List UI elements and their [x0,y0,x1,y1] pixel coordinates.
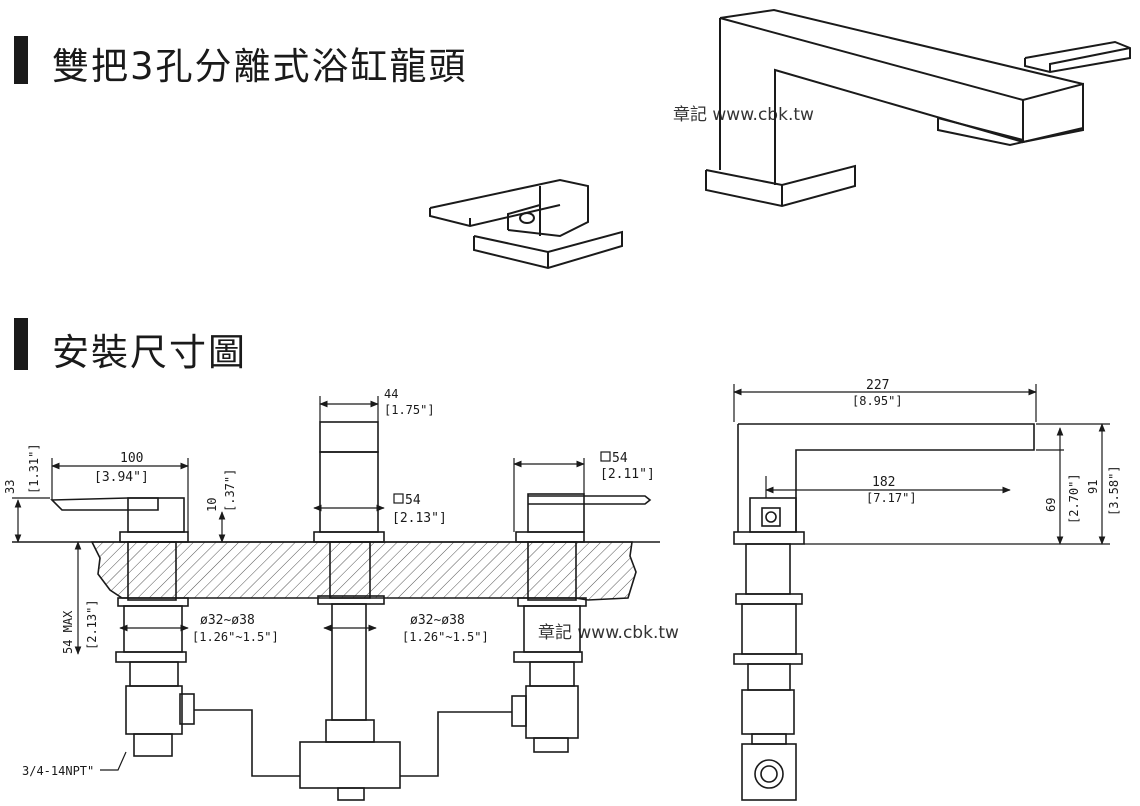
square-symbol-center [393,493,404,504]
dim-outlet-height-in: [2.70"] [1067,473,1081,524]
right-handle-front [511,493,652,753]
dim-lever-gap: 10 [205,498,219,512]
hoses [194,709,512,777]
dim-base-square-right-in: [2.11"] [600,467,655,482]
center-spout-front [299,421,401,801]
dim-outlet-height: 69 [1044,498,1058,512]
spout-isometric [705,8,1131,208]
dim-spout-length: 227 [866,378,889,393]
watermark-top: 章記 www.cbk.tw [673,105,814,125]
dim-base-square-right: 54 [612,451,628,466]
dim-spout-width-in: [1.75"] [384,403,435,417]
dim-handle-height: 33 [3,480,17,494]
dim-spout-reach-in: [7.17"] [866,491,917,505]
dim-hole-center: ø32~ø38 [410,613,465,628]
dim-spout-length-in: [8.95"] [852,394,903,408]
side-dimension-lines [733,384,1110,545]
countertop-section [12,541,660,601]
dim-npt: 3/4-14NPT" [22,764,94,778]
square-symbol-right [600,451,611,462]
dim-deck-max-in: [2.13"] [85,599,99,650]
dim-base-square-center: 54 [405,493,421,508]
watermark-middle: 章記 www.cbk.tw [538,623,679,643]
dim-lever-gap-in: [.37"] [223,469,237,512]
handle-isometric [429,178,623,270]
dim-hole-left: ø32~ø38 [200,613,255,628]
dim-handle-height-in: [1.31"] [27,443,41,494]
dim-handle-width-in: [3.94"] [94,470,149,485]
product-title: 雙把3孔分離式浴缸龍頭 [52,45,468,88]
side-view [733,423,1035,801]
dim-handle-width: 100 [120,451,143,466]
front-dimension-lines [12,396,585,771]
dimension-labels: 100 [3.94"] 33 [1.31"] 10 [.37"] 44 [1.7… [3,378,1121,778]
section-bar-dimensions [14,318,28,370]
dim-base-square-center-in: [2.13"] [392,511,447,526]
dim-spout-reach: 182 [872,475,895,490]
dim-spout-width: 44 [384,387,398,401]
dim-hole-center-in: [1.26"~1.5"] [402,630,489,644]
dim-deck-max: 54 MAX [61,610,75,654]
dimensions-title: 安裝尺寸圖 [52,331,247,374]
dim-hole-left-in: [1.26"~1.5"] [192,630,279,644]
dim-total-height: 91 [1086,480,1100,494]
section-bar-product [14,36,28,84]
dim-total-height-in: [3.58"] [1107,465,1121,516]
